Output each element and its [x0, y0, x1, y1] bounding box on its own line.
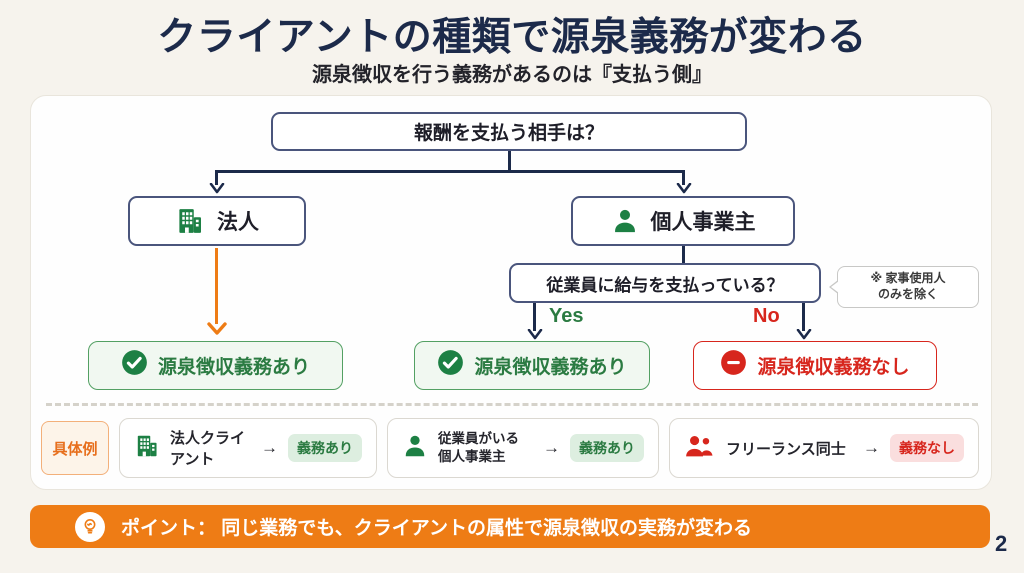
result-corporate-label: 源泉徴収義務あり	[157, 357, 310, 378]
check-circle-icon	[121, 349, 148, 382]
salary-question-label: 従業員に給与を支払っている？	[546, 275, 784, 295]
result-corporate: 源泉徴収義務あり	[88, 341, 343, 390]
result-no-label: 源泉徴収義務なし	[757, 357, 910, 378]
point-banner-text: ポイント： 同じ業務でも、クライアントの属性で源泉徴収の実務が変わる	[121, 518, 752, 539]
result-no: 源泉徴収義務なし	[693, 341, 937, 390]
no-label: No	[753, 305, 780, 327]
building-icon	[175, 206, 205, 236]
example-text: フリーランス同士	[726, 440, 846, 458]
result-yes: 源泉徴収義務あり	[414, 341, 650, 390]
point-banner: ポイント： 同じ業務でも、クライアントの属性で源泉徴収の実務が変わる	[30, 505, 990, 548]
status-badge: 義務なし	[890, 434, 964, 462]
dashed-divider	[46, 403, 978, 406]
arrowhead-yes-icon	[527, 329, 543, 340]
check-circle-icon	[437, 349, 464, 382]
lightbulb-icon	[75, 511, 105, 542]
note-line1: ※ 家事使用人	[870, 271, 946, 286]
connector-corporate-result	[215, 248, 218, 324]
corporate-node: 法人	[128, 196, 306, 246]
example-freelancers: フリーランス同士 → 義務なし	[669, 418, 979, 478]
arrow-right-glyph: →	[863, 438, 880, 457]
connector-yes	[533, 303, 536, 331]
page-subtitle: 源泉徴収を行う義務があるのは『支払う側』	[312, 64, 712, 86]
people-icon	[684, 433, 716, 463]
person-icon	[402, 433, 428, 463]
corporate-label: 法人	[217, 211, 259, 234]
arrow-right-glyph: →	[261, 438, 278, 457]
page-title: クライアントの種類で源泉義務が変わる	[157, 16, 867, 59]
examples-label: 具体例	[41, 421, 109, 475]
flowchart-panel: 報酬を支払う相手は？ 法人 個人事業主 従業員に給	[30, 95, 992, 490]
salary-question-box: 従業員に給与を支払っている？	[509, 263, 821, 303]
arrowhead-orange-icon	[207, 322, 227, 335]
example-text-line2: 個人事業主	[438, 449, 506, 464]
connector-proprietor-question	[682, 246, 685, 263]
building-icon	[134, 433, 160, 463]
arrow-right-glyph: →	[543, 438, 560, 457]
arrowhead-no-icon	[796, 329, 812, 340]
page-number: 2	[995, 531, 1008, 556]
example-proprietor-with-staff: 従業員がいる 個人事業主 → 義務あり	[387, 418, 659, 478]
result-yes-label: 源泉徴収義務あり	[474, 357, 627, 378]
example-text: 従業員がいる 個人事業主	[438, 430, 519, 465]
sole-proprietor-label: 個人事業主	[650, 211, 756, 234]
example-corporate-client: 法人クライアント → 義務あり	[119, 418, 377, 478]
person-icon	[611, 207, 639, 235]
sole-proprietor-node: 個人事業主	[571, 196, 795, 246]
connector-left-drop	[215, 170, 218, 185]
note-line2: のみを除く	[877, 287, 938, 301]
connector-branch-bar	[215, 170, 685, 173]
status-badge: 義務あり	[570, 434, 644, 462]
minus-circle-icon	[720, 349, 747, 382]
example-text: 法人クライアント	[170, 430, 246, 468]
arrowhead-left-icon	[209, 183, 225, 194]
example-text-line1: 従業員がいる	[438, 431, 519, 447]
connector-right-drop	[682, 170, 685, 185]
root-question-box: 報酬を支払う相手は？	[271, 112, 747, 151]
connector-no	[802, 303, 805, 331]
arrowhead-right-icon	[676, 183, 692, 194]
yes-label: Yes	[549, 305, 584, 327]
status-badge: 義務あり	[288, 434, 362, 462]
connector-root-stub	[508, 151, 511, 171]
note-bubble: ※ 家事使用人 のみを除く	[829, 266, 979, 308]
root-question-label: 報酬を支払う相手は？	[413, 123, 604, 144]
